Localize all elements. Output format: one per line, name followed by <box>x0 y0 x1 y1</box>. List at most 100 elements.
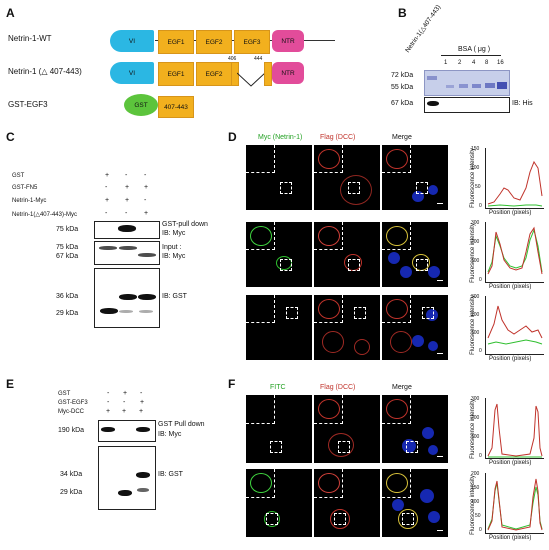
sign: + <box>144 184 149 191</box>
egf1-domain: EGF1 <box>158 30 194 54</box>
row-blank-label: Blank <box>237 165 243 181</box>
plot-xlabel: Position (pixels) <box>489 460 532 466</box>
bsa-4: 4 <box>472 60 476 66</box>
bsa-band-1 <box>446 85 454 88</box>
micrograph-myc-deletion <box>246 295 312 360</box>
micrograph-flag-blank <box>314 145 380 210</box>
intensity-plot-blank <box>485 398 544 459</box>
row-wt-label: Netrin-1-WT <box>237 236 243 270</box>
ytick: 100 <box>471 330 480 336</box>
ytick: 300 <box>471 220 480 226</box>
sign: - <box>107 390 110 397</box>
mw-75-input: 75 kDa <box>56 244 79 251</box>
sign: - <box>140 390 143 397</box>
sign: + <box>125 184 130 191</box>
row-myc-dcc: Myc-DCC <box>58 409 84 415</box>
ytick: 200 <box>471 471 480 477</box>
sign: - <box>105 184 108 191</box>
plot-xlabel: Position (pixels) <box>489 535 532 541</box>
sign: - <box>144 197 147 204</box>
vi-domain: VI <box>110 30 154 52</box>
ytick: 0 <box>479 277 482 283</box>
gst-egf3-band-lower <box>137 488 149 492</box>
panel-label-f: F <box>228 377 236 391</box>
sign: - <box>125 210 128 217</box>
row-gst-fn5: GST-FN5 <box>12 185 38 191</box>
ytick: 0 <box>479 348 482 354</box>
micrograph-merge-deletion <box>382 295 448 360</box>
plot-xlabel: Position (pixels) <box>489 210 532 216</box>
ytick: 0 <box>479 527 482 533</box>
ytick: 100 <box>471 165 480 171</box>
row-blank-label: Blank <box>237 419 243 435</box>
deletion-start-label: 406 <box>228 56 237 62</box>
deletion-end-label: 444 <box>254 56 263 62</box>
gst-ib: IB: GST <box>162 293 187 300</box>
mw-75: 75 kDa <box>56 226 79 233</box>
input-ib: IB: Myc <box>162 253 186 260</box>
micrograph-fitc-pep <box>246 469 312 537</box>
sign: - <box>107 399 110 406</box>
ytick: 50 <box>475 513 481 519</box>
plot-ylabel: Fluorescence intensity <box>470 223 476 283</box>
plot-ylabel: Fluorescence intensity <box>470 399 476 459</box>
sign: - <box>125 172 128 179</box>
egf1-domain: EGF1 <box>158 62 194 86</box>
pulldown-ib: IB: Myc <box>162 230 186 237</box>
row-pep-label: FITC-Pep EGF3 <box>235 481 241 525</box>
plot-ylabel: Fluorescence intensity <box>470 148 476 208</box>
intensity-plot-wt <box>485 222 544 283</box>
gst-fn5-band <box>119 294 137 300</box>
ytick: 100 <box>471 258 480 264</box>
ytick: 200 <box>471 415 480 421</box>
col-flag: Flag (DCC) <box>320 134 356 141</box>
ytick: 150 <box>471 146 480 152</box>
dcc-pulldown-blot <box>98 420 156 442</box>
sign: + <box>105 172 110 179</box>
faint-band <box>139 310 153 313</box>
col-myc: Myc (Netrin-1) <box>258 134 303 141</box>
ntr-domain: NTR <box>272 62 304 84</box>
col-merge: Merge <box>392 384 412 391</box>
sign: + <box>144 210 149 217</box>
dcc-band <box>101 427 115 432</box>
his-blot <box>424 97 510 113</box>
micrograph-merge-wt <box>382 222 448 287</box>
intensity-plot-blank <box>485 148 544 209</box>
panel-label-e: E <box>6 377 15 391</box>
dcc-band <box>136 427 150 432</box>
bsa-band-2 <box>459 84 468 88</box>
sign: + <box>140 399 145 406</box>
bsa-band-16 <box>497 82 507 89</box>
ib-his-label: IB: His <box>512 100 533 107</box>
gst-pulldown-label: GST Pull down <box>158 421 205 428</box>
ytick: 100 <box>471 434 480 440</box>
input-band <box>99 246 117 250</box>
egf3-fragment: 407-443 <box>158 96 194 118</box>
micrograph-fitc-blank <box>246 395 312 463</box>
panel-label-b: B <box>398 6 407 20</box>
gst-pulldown-ib: IB: Myc <box>158 431 182 438</box>
egf2-domain: EGF2 <box>196 30 232 54</box>
micrograph-flag-blank <box>314 395 380 463</box>
panel-label-c: C <box>6 130 15 144</box>
row-label-wt: Netrin-1-WT <box>8 34 52 43</box>
vi-domain: VI <box>110 62 154 84</box>
sign: + <box>122 408 127 415</box>
row-label-gst-egf3: GST-EGF3 <box>8 100 48 109</box>
micrograph-flag-pep <box>314 469 380 537</box>
sign: - <box>123 399 126 406</box>
mw-29: 29 kDa <box>60 489 83 496</box>
micrograph-flag-deletion <box>314 295 380 360</box>
gst-band <box>100 308 118 314</box>
bsa-2: 2 <box>458 60 462 66</box>
mw-34: 34 kDa <box>60 471 83 478</box>
mw-67-input: 67 kDa <box>56 253 79 260</box>
pulldown-band <box>118 225 136 232</box>
bsa-band-8 <box>485 83 495 88</box>
bsa-bracket <box>441 55 501 56</box>
gst-egf3-band <box>136 472 150 478</box>
deletion-gap-icon <box>237 72 265 87</box>
panel-label-d: D <box>228 130 237 144</box>
mw-67: 67 kDa <box>391 100 414 107</box>
